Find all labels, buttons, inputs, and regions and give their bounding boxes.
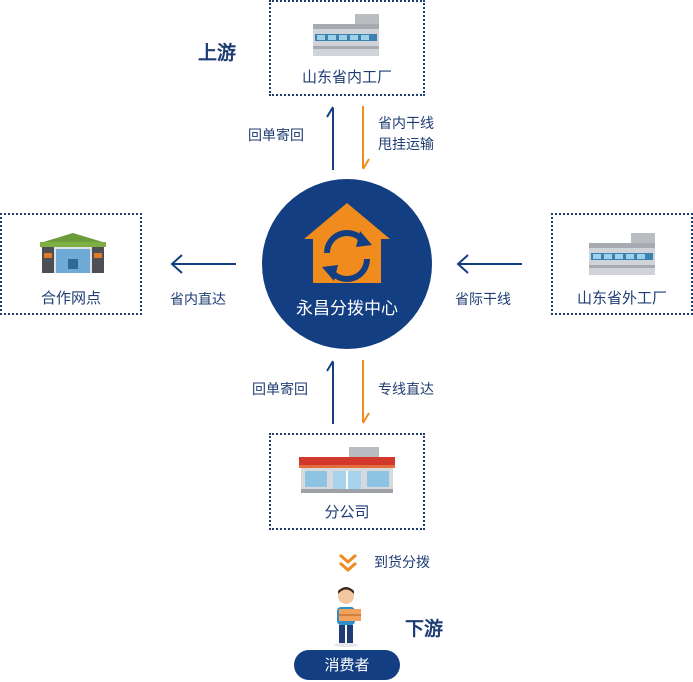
arrow-up-return-icon — [326, 360, 334, 424]
arrow-up-return-icon — [326, 106, 334, 170]
consumer-pill[interactable]: 消费者 — [294, 650, 400, 680]
node-label: 山东省外工厂 — [576, 289, 667, 307]
warehouse-sync-icon — [304, 203, 390, 283]
courier-person-icon — [334, 587, 361, 647]
node-label: 分公司 — [324, 503, 370, 521]
depot-icon — [40, 233, 106, 273]
edge-label-top-inbound-1: 省内干线 — [378, 116, 434, 132]
edge-label-top-return: 回单寄回 — [248, 128, 304, 144]
edge-label-top-inbound-2: 甩挂运输 — [378, 137, 434, 153]
downstream-label: 下游 — [405, 618, 444, 640]
edge-label-bottom-return: 回单寄回 — [252, 382, 308, 398]
upstream-label: 上游 — [198, 42, 237, 64]
edge-label-right-inbound: 省际干线 — [455, 292, 511, 308]
edge-label-delivery: 到货分拨 — [374, 555, 430, 571]
arrow-left-outbound-icon — [170, 254, 236, 274]
arrow-left-inbound-icon — [456, 254, 522, 274]
node-branch-office[interactable]: 分公司 — [269, 433, 425, 530]
node-label: 山东省内工厂 — [301, 68, 392, 86]
hub-label: 永昌分拨中心 — [296, 299, 398, 319]
arrow-down-outbound-icon — [362, 360, 370, 424]
edge-label-bottom-outbound: 专线直达 — [378, 382, 434, 398]
node-out-of-province-factory[interactable]: 山东省外工厂 — [551, 213, 693, 315]
factory-icon — [313, 14, 379, 56]
hub-circle[interactable]: 永昌分拨中心 — [262, 179, 432, 349]
storefront-icon — [299, 447, 395, 493]
factory-icon — [589, 233, 655, 275]
node-in-province-factory[interactable]: 山东省内工厂 — [269, 0, 425, 96]
arrow-down-inbound-icon — [362, 106, 370, 170]
edge-label-left-outbound: 省内直达 — [170, 292, 226, 308]
node-partner-outlet[interactable]: 合作网点 — [0, 213, 142, 315]
node-label: 合作网点 — [40, 289, 101, 307]
chevron-double-down-icon — [339, 553, 357, 572]
